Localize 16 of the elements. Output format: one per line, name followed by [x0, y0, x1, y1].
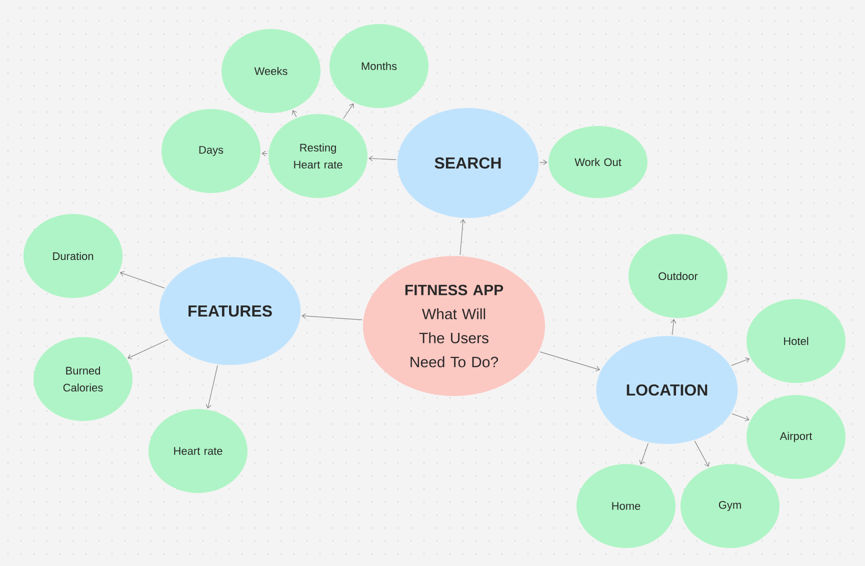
- arrow: [262, 150, 268, 156]
- arrow: [460, 219, 466, 256]
- arrow: [292, 110, 298, 118]
- arrow: [670, 319, 676, 336]
- arrow: [368, 156, 397, 162]
- arrow: [731, 357, 750, 366]
- arrow: [128, 339, 169, 360]
- arrow: [540, 352, 600, 372]
- arrow: [120, 271, 165, 288]
- arrow: [540, 160, 548, 166]
- arrow: [206, 365, 218, 409]
- arrow: [694, 440, 710, 467]
- arrow: [302, 313, 362, 320]
- arrow: [639, 442, 648, 465]
- arrow: [732, 413, 750, 422]
- arrow: [343, 103, 354, 119]
